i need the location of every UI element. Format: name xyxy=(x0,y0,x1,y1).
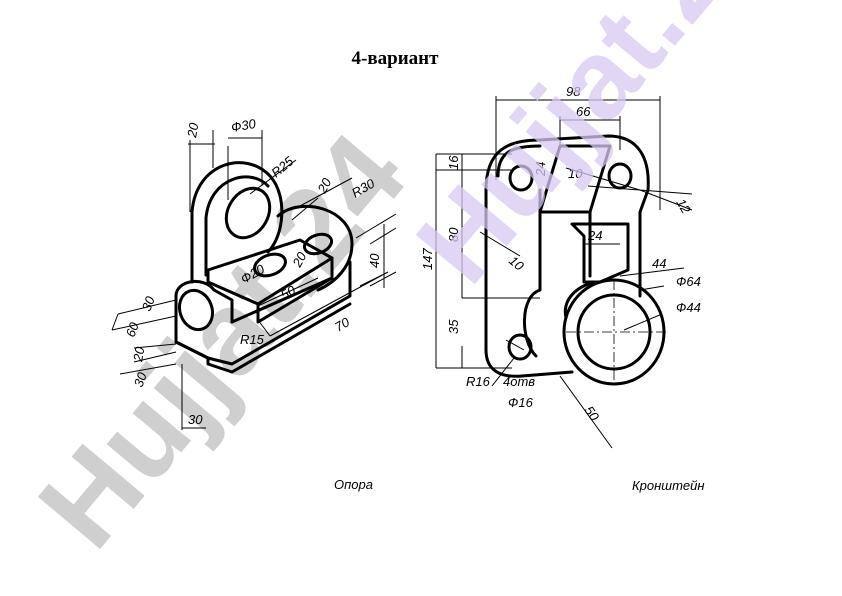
kronshtein-plate xyxy=(484,134,650,378)
opora-dim-20c: 20 xyxy=(289,249,310,270)
opora-base-left xyxy=(174,280,234,324)
caption-kronshtein: Кронштейн xyxy=(632,478,705,493)
opora-right-boss xyxy=(276,204,354,292)
kronshtein-dim-lines xyxy=(435,96,693,449)
caption-opora: Опора xyxy=(334,477,373,492)
page-title: 4-вариант xyxy=(351,48,439,69)
kronshtein-dim-44: 44 xyxy=(652,256,666,271)
opora-dim-30c: 30 xyxy=(188,412,203,427)
opora-dim-40: 40 xyxy=(367,253,382,268)
kronshtein-dim-d44: Ф44 xyxy=(676,300,701,315)
opora-dim-20d: 20 xyxy=(130,345,148,364)
opora-dim-20b: 20 xyxy=(314,175,335,196)
opora-dim-70: 70 xyxy=(332,314,353,335)
opora-dim-d30: Ф30 xyxy=(230,116,258,135)
opora-base-slot xyxy=(177,288,215,332)
part-kronshtein: 98 66 16 24 10 12 147 80 10 24 44 Ф64 Ф4… xyxy=(420,84,701,449)
kronshtein-dim-80: 80 xyxy=(446,227,461,242)
opora-dim-20a: 20 xyxy=(184,121,202,140)
kronshtein-dim-147: 147 xyxy=(420,248,435,270)
opora-dimensions: 20 Ф30 R25 20 R30 40 20 Ф20 50 70 30 60 … xyxy=(111,116,397,430)
kronshtein-dim-4otv: 4отв xyxy=(503,374,535,389)
kronshtein-boss-edge xyxy=(563,280,598,320)
kronshtein-centerlines xyxy=(566,280,668,388)
opora-ear-hole xyxy=(224,186,272,240)
kronshtein-arm xyxy=(523,188,592,358)
kronshtein-dim-24b: 24 xyxy=(587,228,602,243)
opora-center-hole xyxy=(253,252,287,278)
kronshtein-dim-10a: 10 xyxy=(568,166,583,181)
opora-base-bottom xyxy=(174,302,352,374)
opora-dim-30b: 30 xyxy=(131,370,150,389)
opora-dim-60: 60 xyxy=(123,320,142,339)
kronshtein-dim-r16: R16 xyxy=(466,374,491,389)
opora-front-face xyxy=(256,256,334,324)
kronshtein-dim-98: 98 xyxy=(566,84,581,99)
opora-dim-30a: 30 xyxy=(139,294,158,313)
opora-ear-inner-edge xyxy=(204,175,270,277)
kronshtein-dim-35: 35 xyxy=(446,319,461,334)
kronshtein-dimensions: 98 66 16 24 10 12 147 80 10 24 44 Ф64 Ф4… xyxy=(420,84,701,449)
kronshtein-dim-12: 12 xyxy=(673,196,694,217)
kronshtein-dim-16: 16 xyxy=(446,155,461,170)
opora-dim-r15: R15 xyxy=(240,332,265,347)
part-opora: 20 Ф30 R25 20 R30 40 20 Ф20 50 70 30 60 … xyxy=(111,116,397,430)
kronshtein-dim-66: 66 xyxy=(576,104,591,119)
opora-top-face xyxy=(206,238,334,306)
opora-dim-lines xyxy=(111,130,397,430)
opora-ear-edge xyxy=(190,161,284,284)
kronshtein-outline xyxy=(484,134,668,388)
kronshtein-dim-d16: Ф16 xyxy=(508,395,534,410)
kronshtein-dim-24a: 24 xyxy=(533,162,548,177)
kronshtein-dim-d64: Ф64 xyxy=(676,274,701,289)
kronshtein-dim-50: 50 xyxy=(582,403,603,424)
opora-outline xyxy=(174,161,354,374)
kronshtein-hole-tl xyxy=(508,164,534,192)
opora-base-front xyxy=(174,260,352,366)
opora-base-step xyxy=(230,276,334,324)
